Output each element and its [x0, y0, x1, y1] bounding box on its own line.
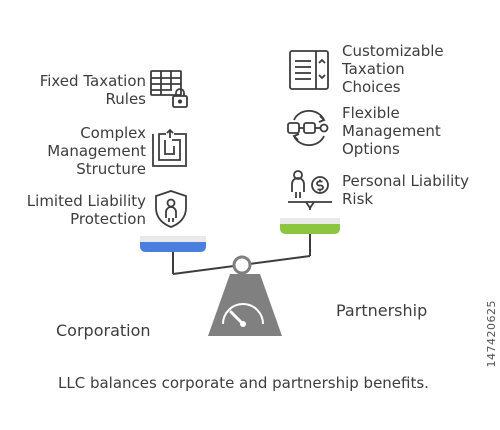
right-pan-top: [280, 218, 340, 224]
right-item-1-line-2: Taxation: [342, 60, 405, 78]
left-pan-top: [140, 236, 206, 242]
left-item-2-line-2: Management: [47, 142, 146, 160]
right-item-2-line-3: Options: [342, 140, 400, 158]
right-item-flexible-management: Flexible Management Options: [342, 104, 441, 158]
right-item-3-line-2: Risk: [342, 190, 374, 208]
left-item-2-line-3: Structure: [76, 160, 146, 178]
shield-person-icon: [152, 188, 190, 230]
connected-nodes-icon: [286, 110, 332, 146]
right-item-personal-liability: Personal Liability Risk: [342, 172, 469, 208]
right-item-1-line-1: Customizable: [342, 42, 444, 60]
balance-scale: [140, 218, 340, 336]
left-item-fixed-taxation: Fixed Taxation Rules: [40, 72, 146, 108]
left-item-limited-liability: Limited Liability Protection: [27, 192, 146, 228]
scale-pivot: [232, 255, 252, 275]
left-item-3-line-1: Limited Liability: [26, 192, 146, 210]
left-item-1-line-1: Fixed Taxation: [39, 72, 146, 90]
right-label-partnership: Partnership: [336, 301, 428, 320]
left-item-complex-management: Complex Management Structure: [47, 124, 146, 178]
document-list-icon: [286, 48, 332, 92]
right-item-1-line-3: Choices: [342, 78, 401, 96]
left-pan: [140, 240, 206, 252]
right-item-3-line-1: Personal Liability: [342, 172, 470, 190]
left-item-1-line-2: Rules: [105, 90, 146, 108]
left-label-corporation: Corporation: [56, 321, 151, 340]
right-item-2-line-2: Management: [342, 122, 441, 140]
left-item-2-line-1: Complex: [80, 124, 146, 142]
left-item-3-line-2: Protection: [70, 210, 146, 228]
scale-gauge: [222, 303, 264, 325]
person-money-scale-icon: [286, 168, 334, 212]
maze-icon: [150, 128, 190, 170]
table-lock-icon: [148, 68, 192, 110]
watermark-id: 147420625: [485, 300, 498, 368]
right-pan: [280, 222, 340, 234]
right-item-customizable-taxation: Customizable Taxation Choices: [342, 42, 444, 96]
right-item-2-line-1: Flexible: [342, 104, 400, 122]
caption: LLC balances corporate and partnership b…: [58, 374, 429, 392]
